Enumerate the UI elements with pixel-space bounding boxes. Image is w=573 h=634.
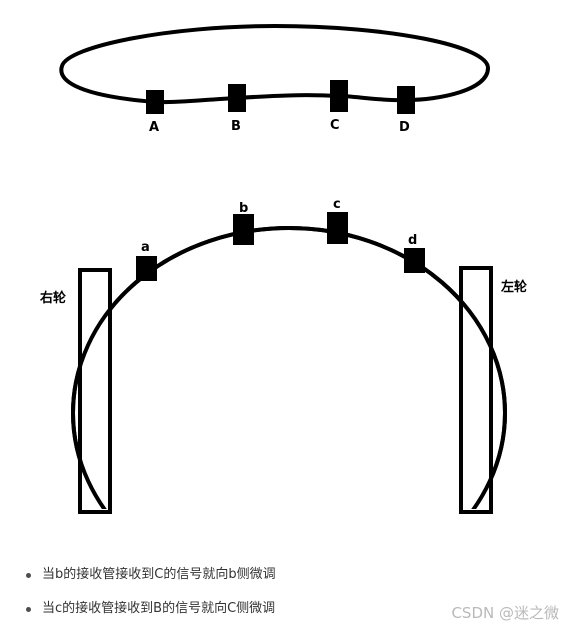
note-text: 当c的接收管接收到B的信号就向C侧微调 (42, 601, 276, 616)
right-wheel-label: 右轮 (39, 290, 66, 306)
left-wheel-label: 左轮 (501, 279, 527, 295)
top-board: A B C D (59, 23, 491, 135)
sensor-B (228, 84, 246, 112)
note-text: 当b的接收管接收到C的信号就向b侧微调 (42, 567, 276, 582)
list-item: 当b的接收管接收到C的信号就向b侧微调 (26, 566, 276, 583)
sensor-label-a: a (141, 240, 150, 255)
sensor-A (146, 90, 164, 114)
sensor-D (397, 86, 415, 114)
top-loop (59, 23, 491, 105)
sensor-c (327, 212, 348, 244)
sensor-label-C: C (330, 118, 340, 133)
bullet-icon (26, 607, 31, 612)
watermark: CSDN @迷之微 (451, 604, 559, 622)
sensor-label-D: D (399, 120, 410, 135)
sensor-d (404, 248, 425, 273)
sensor-label-b: b (239, 201, 248, 216)
sensor-label-B: B (231, 119, 241, 134)
sensor-a (136, 256, 157, 281)
bottom-circle-overlay (71, 226, 507, 509)
sensor-label-A: A (149, 120, 159, 135)
sensor-C (330, 80, 348, 112)
bottom-board: a b c d 右轮 左轮 (39, 197, 527, 514)
notes-list: 当b的接收管接收到C的信号就向b侧微调 当c的接收管接收到B的信号就向C侧微调 (26, 566, 276, 634)
sensor-label-d: d (408, 233, 417, 248)
sensor-label-c: c (333, 197, 341, 212)
list-item: 当c的接收管接收到B的信号就向C侧微调 (26, 600, 276, 617)
bullet-icon (26, 573, 31, 578)
sensor-b (233, 214, 254, 245)
